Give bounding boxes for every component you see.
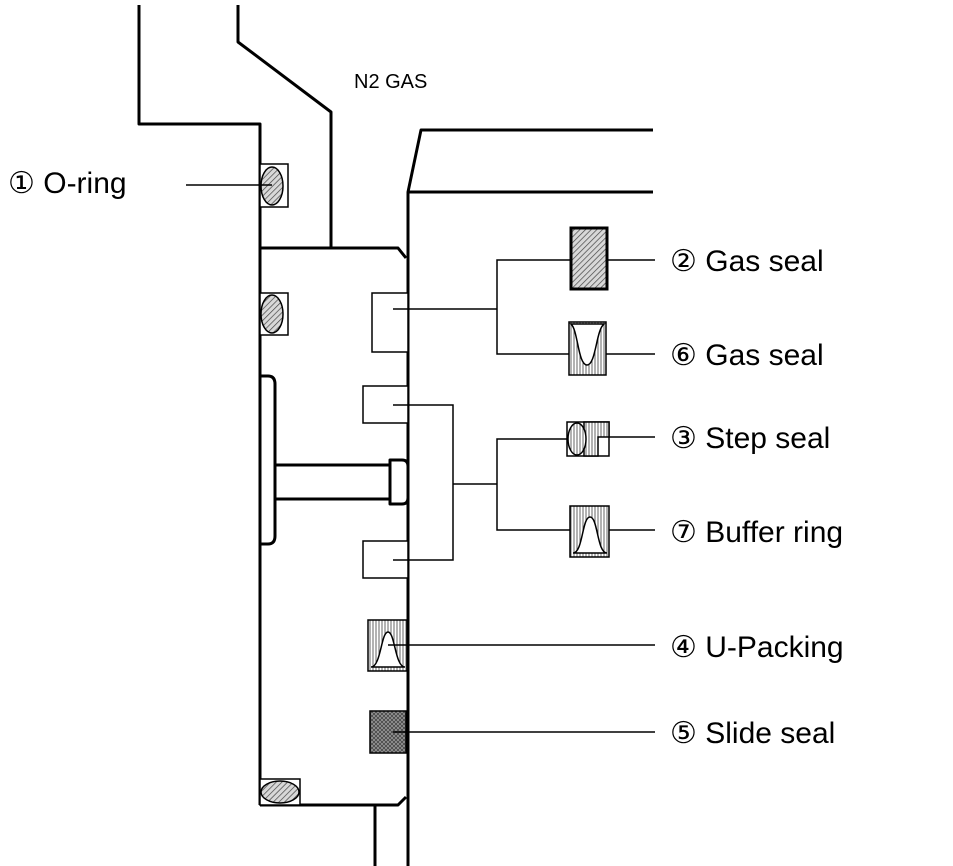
n2-gas-label: N2 GAS (354, 71, 427, 93)
leader-lines (186, 184, 655, 733)
u-packing-seal (367, 619, 408, 672)
gas-seal-2-detail (569, 226, 609, 291)
o-ring-seal-middle (259, 292, 289, 336)
step-seal-detail (566, 421, 610, 457)
o-ring-seal-upper (259, 163, 289, 208)
cylinder-head-outline (406, 128, 653, 866)
piston-body (258, 246, 408, 866)
buffer-ring-detail (569, 505, 610, 558)
buffer-ring-label: ⑦ Buffer ring (670, 516, 843, 549)
gas-seal-6-label: ⑥ Gas seal (670, 339, 824, 372)
o-ring-seal-bottom (259, 778, 301, 806)
gas-seal-6-detail (568, 321, 607, 376)
o-ring-label: ① O-ring (8, 167, 127, 200)
u-packing-label: ④ U-Packing (670, 631, 844, 664)
slide-seal-label: ⑤ Slide seal (670, 717, 835, 750)
gas-seal-2-label: ② Gas seal (670, 245, 824, 278)
internal-rod (260, 374, 410, 546)
step-seal-label: ③ Step seal (670, 422, 830, 455)
step-seal-groove-lower (362, 540, 409, 579)
gas-seal-groove (371, 292, 409, 353)
upper-housing-outline (137, 5, 333, 248)
